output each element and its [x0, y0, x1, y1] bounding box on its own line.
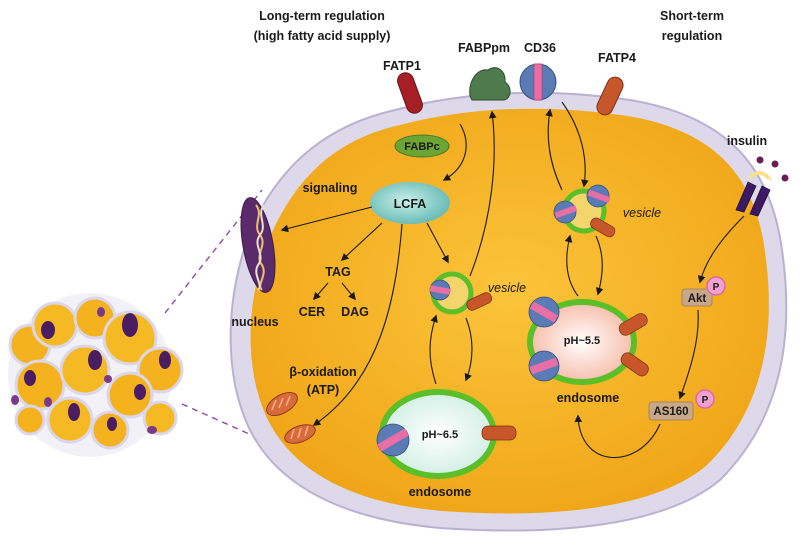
as160-label: AS160 — [653, 406, 688, 418]
short-term-header-line1: Short-term — [660, 9, 724, 23]
long-term-header-line2: (high fatty acid supply) — [254, 29, 391, 43]
arrow-lcfa-to-vesicle — [426, 222, 449, 264]
beta-oxidation-label-line2: (ATP) — [307, 383, 339, 397]
tag-label: TAG — [325, 265, 350, 279]
fatp1-label: FATP1 — [383, 59, 421, 73]
phospho-as160-label: P — [702, 395, 709, 406]
arrow-lcfa-to-nucleus — [280, 206, 373, 233]
fabpc-label: FABPc — [404, 141, 439, 153]
vesicle-left-label: vesicle — [488, 281, 526, 295]
lcfa-label: LCFA — [394, 197, 427, 211]
beta-oxidation-label-line1: β-oxidation — [289, 365, 356, 379]
akt-box — [681, 288, 713, 307]
arrow-insulin-to-akt — [697, 215, 745, 284]
endosome-right-label: endosome — [557, 391, 620, 405]
arrow-fatp-to-lcfa — [442, 123, 467, 181]
vesicle-left — [429, 271, 493, 315]
nucleus-dna — [240, 197, 276, 293]
dag-label: DAG — [341, 305, 369, 319]
adipocyte-cluster-image — [8, 293, 184, 457]
cer-label: CER — [299, 305, 325, 319]
arrow-vesicle-to-endosome-left — [464, 317, 473, 382]
endosome-right — [527, 296, 649, 385]
signaling-label: signaling — [303, 181, 358, 195]
zoom-line-bottom — [181, 403, 313, 463]
insulin-receptor — [735, 156, 789, 217]
cd36-protein — [519, 63, 557, 101]
fatp4-label: FATP4 — [598, 51, 636, 65]
fatp4-protein — [596, 76, 624, 116]
vesicle-right-label: vesicle — [623, 206, 661, 220]
pathway-arrows — [280, 101, 745, 459]
fabppm-protein — [469, 67, 511, 101]
zoom-line-top — [164, 189, 263, 314]
short-term-header-line2: regulation — [662, 29, 722, 43]
insulin-label: insulin — [727, 134, 767, 148]
endosome-left — [376, 389, 517, 479]
endosome-right-ph: pH~5.5 — [564, 335, 600, 347]
fabppm-label: FABPpm — [458, 41, 510, 55]
arrow-vesicle-to-fabppm — [469, 110, 497, 277]
arrow-tag-to-dag — [341, 282, 356, 301]
cd36-label: CD36 — [524, 41, 556, 55]
fabpc-protein — [394, 134, 450, 158]
vesicle-right — [553, 184, 616, 238]
nucleus-label: nucleus — [231, 315, 278, 329]
arrow-endosome-to-vesicle-right — [564, 234, 579, 297]
arrow-tag-to-cer — [312, 282, 329, 301]
arrow-vesicle-to-cd36 — [545, 108, 563, 191]
endosome-left-ph: pH~6.5 — [422, 429, 458, 441]
as160-box — [648, 401, 694, 421]
arrow-as160-to-endosome — [574, 414, 661, 459]
lcfa-blob — [370, 182, 450, 224]
phospho-akt-label: P — [713, 282, 720, 293]
arrow-akt-to-as160 — [678, 309, 699, 400]
long-term-header-line1: Long-term regulation — [259, 9, 385, 23]
fatp1-protein — [397, 72, 423, 114]
cytoplasm — [250, 108, 769, 514]
phospho-as160-badge — [695, 389, 715, 409]
endosome-left-label: endosome — [409, 485, 472, 499]
arrow-lcfa-to-tag — [340, 222, 383, 262]
phospho-akt-badge — [706, 276, 726, 296]
arrow-cd36-to-vesicle — [561, 101, 589, 188]
akt-label: Akt — [688, 293, 707, 305]
arrow-endosome-to-vesicle-left — [429, 314, 438, 385]
mitochondria-icon — [266, 391, 316, 444]
arrow-lcfa-to-beta-oxidation — [312, 223, 403, 426]
arrow-vesicle-to-endosome-right — [595, 235, 604, 296]
